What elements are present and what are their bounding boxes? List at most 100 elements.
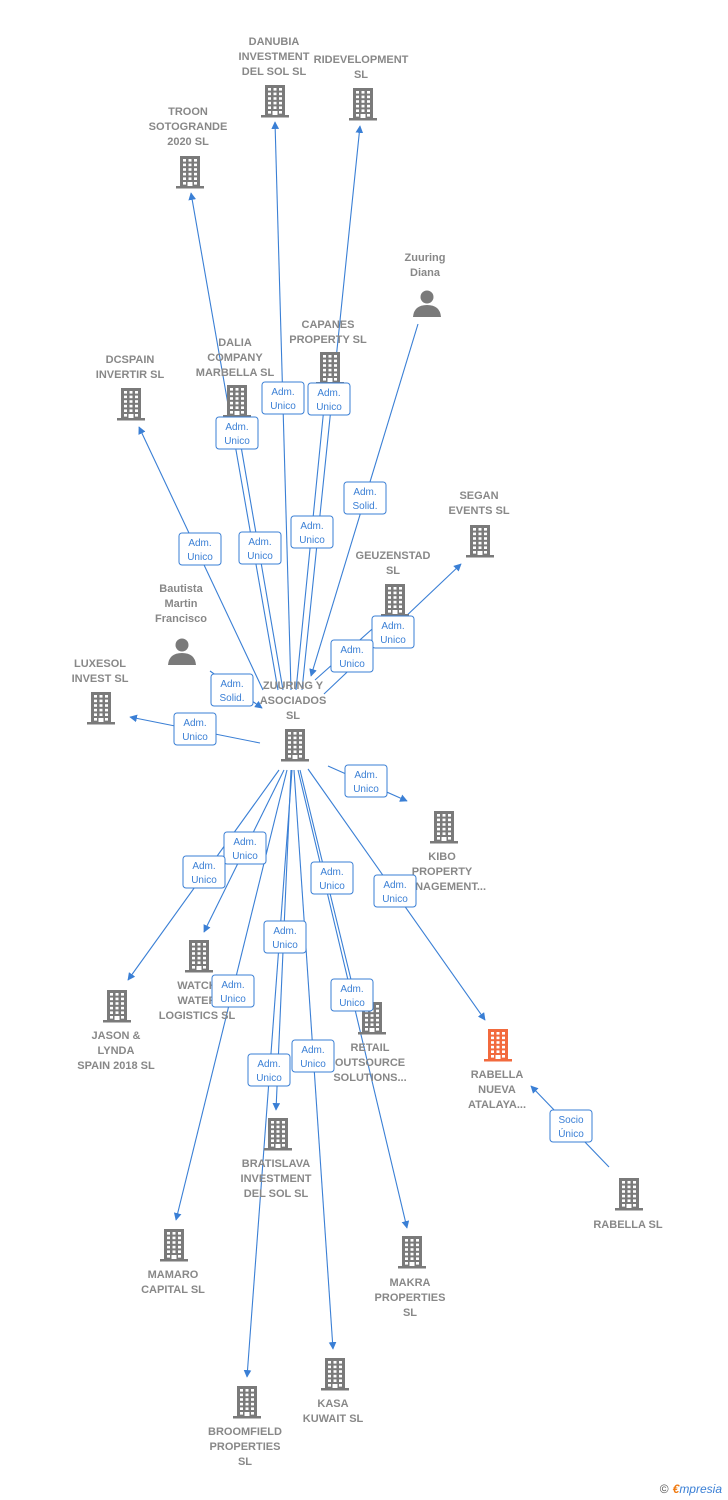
- edge-label-text: Unico: [232, 851, 258, 862]
- edge-label-box: [343, 481, 387, 515]
- edge-label-zuuring_diana-to-zuuring[interactable]: Adm. Solid.: [343, 481, 387, 515]
- edge-label-zuuring-to-retail[interactable]: Adm.Unico: [310, 861, 354, 895]
- edge-label-zuuring-to-mamaro[interactable]: Adm.Unico: [211, 974, 255, 1008]
- node-label-jason: JASON &: [92, 1030, 141, 1042]
- node-label-bratislava: INVESTMENT: [241, 1173, 312, 1185]
- edge-label-text: Unico: [353, 784, 379, 795]
- node-label-broomfield: PROPERTIES: [210, 1441, 281, 1453]
- node-label-jason: SPAIN 2018 SL: [77, 1060, 155, 1072]
- node-label-luxesol: LUXESOL: [74, 658, 126, 670]
- edge-label-box: [215, 416, 259, 450]
- edge-label-zuuring-to-segan[interactable]: Adm.Unico: [371, 615, 415, 649]
- edge-label-zuuring-to-dcspain[interactable]: Adm.Unico: [178, 532, 222, 566]
- edge-label-text: Unico: [382, 894, 408, 905]
- edge-label-text: Adm.: [220, 679, 243, 690]
- edge-label-zuuring-to-kibo[interactable]: Adm.Unico: [344, 764, 388, 798]
- edge-label-zuuring-to-jason[interactable]: Adm.Unico: [182, 855, 226, 889]
- node-label-danubia: INVESTMENT: [239, 51, 310, 63]
- building-icon: [185, 940, 213, 973]
- edge-label-box: [344, 764, 388, 798]
- edge-label-zuuring-to-bratislava[interactable]: Adm.Unico: [263, 920, 307, 954]
- edge-label-bautista-to-zuuring[interactable]: Adm. Solid.: [210, 673, 254, 707]
- node-label-kasa: KASA: [317, 1398, 348, 1410]
- edge-label-zuuring-to-luxesol[interactable]: Adm.Unico: [173, 712, 217, 746]
- edge-label-zuuring-to-danubia[interactable]: Adm.Unico: [261, 381, 305, 415]
- node-label-retail: RETAIL: [351, 1042, 390, 1054]
- edge-label-box: [307, 382, 351, 416]
- edge-label-zuuring-to-capanes[interactable]: Adm.Unico: [290, 515, 334, 549]
- edge-label-zuuring-to-geuzenstad[interactable]: Adm.Unico: [330, 639, 374, 673]
- edge-label-text: Unico: [299, 535, 325, 546]
- node-rabella[interactable]: RABELLA SL: [593, 1178, 663, 1231]
- edge-label-text: Adm.: [183, 718, 206, 729]
- node-label-mamaro: MAMARO: [148, 1269, 199, 1281]
- node-label-zuuring_diana: Zuuring: [405, 252, 446, 264]
- edge-label-text: Solid.: [219, 693, 244, 704]
- node-rabella_nueva[interactable]: RABELLANUEVAATALAYA...: [468, 1029, 526, 1111]
- edge-label-text: Adm.: [353, 487, 376, 498]
- edge-label-zuuring-to-makra[interactable]: Adm. Unico: [330, 978, 374, 1012]
- edge-label-box: [330, 978, 374, 1012]
- edge-label-text: Adm.: [221, 980, 244, 991]
- node-label-bratislava: BRATISLAVA: [242, 1158, 310, 1170]
- node-retail[interactable]: RETAILOUTSOURCESOLUTIONS...: [333, 1002, 407, 1084]
- node-label-makra: SL: [403, 1307, 417, 1319]
- edge-label-text: Solid.: [352, 501, 377, 512]
- edge-label-box: [263, 920, 307, 954]
- building-icon: [381, 584, 409, 617]
- building-icon: [233, 1386, 261, 1419]
- edge-label-text: Adm.: [301, 1045, 324, 1056]
- node-label-geuzenstad: GEUZENSTAD: [356, 550, 431, 562]
- edge-label-zuuring-to-broomfield[interactable]: Adm.Unico: [247, 1053, 291, 1087]
- edge-label-text: Unico: [339, 998, 365, 1009]
- node-label-troon: SOTOGRANDE: [149, 121, 228, 133]
- node-label-kibo: KIBO: [428, 851, 456, 863]
- person-icon: [168, 638, 196, 665]
- edge-label-zuuring-to-rabella_nueva[interactable]: Adm.Unico: [373, 874, 417, 908]
- edge-label-text: Unico: [224, 436, 250, 447]
- edge-label-text: Adm.: [340, 984, 363, 995]
- edge-label-zuuring-to-dalia[interactable]: Adm.Unico: [238, 531, 282, 565]
- edge-label-zuuring-to-watch[interactable]: Adm.Unico: [223, 831, 267, 865]
- edge-label-text: Socio: [558, 1115, 583, 1126]
- edge-label-box: [290, 515, 334, 549]
- edge-label-box: [238, 531, 282, 565]
- edge-label-zuuring-to-ridevelopment[interactable]: Adm.Unico: [307, 382, 351, 416]
- building-icon: [264, 1118, 292, 1151]
- node-label-dalia: DALIA: [218, 337, 252, 349]
- node-kibo[interactable]: KIBOPROPERTYMANAGEMENT...: [398, 811, 486, 893]
- edge-label-text: Unico: [256, 1073, 282, 1084]
- building-icon: [281, 729, 309, 762]
- edge-labels-layer: Adm.UnicoAdm.UnicoAdm.UnicoAdm.Solid.Adm…: [173, 381, 593, 1143]
- node-label-kasa: KUWAIT SL: [303, 1413, 364, 1425]
- copyright-footer: ©€mpresia: [660, 1482, 722, 1496]
- empresia-logo-initial: €: [672, 1482, 680, 1496]
- node-label-ridevelopment: RIDEVELOPMENT: [314, 54, 409, 66]
- edge-label-zuuring-to-kasa[interactable]: Adm.Unico: [291, 1039, 335, 1073]
- building-icon: [176, 156, 204, 189]
- building-icon: [321, 1358, 349, 1391]
- edge-label-text: Adm.: [271, 387, 294, 398]
- edge-label-zuuring-to-troon[interactable]: Adm.Unico: [215, 416, 259, 450]
- node-kasa[interactable]: KASA KUWAIT SL: [303, 1358, 364, 1425]
